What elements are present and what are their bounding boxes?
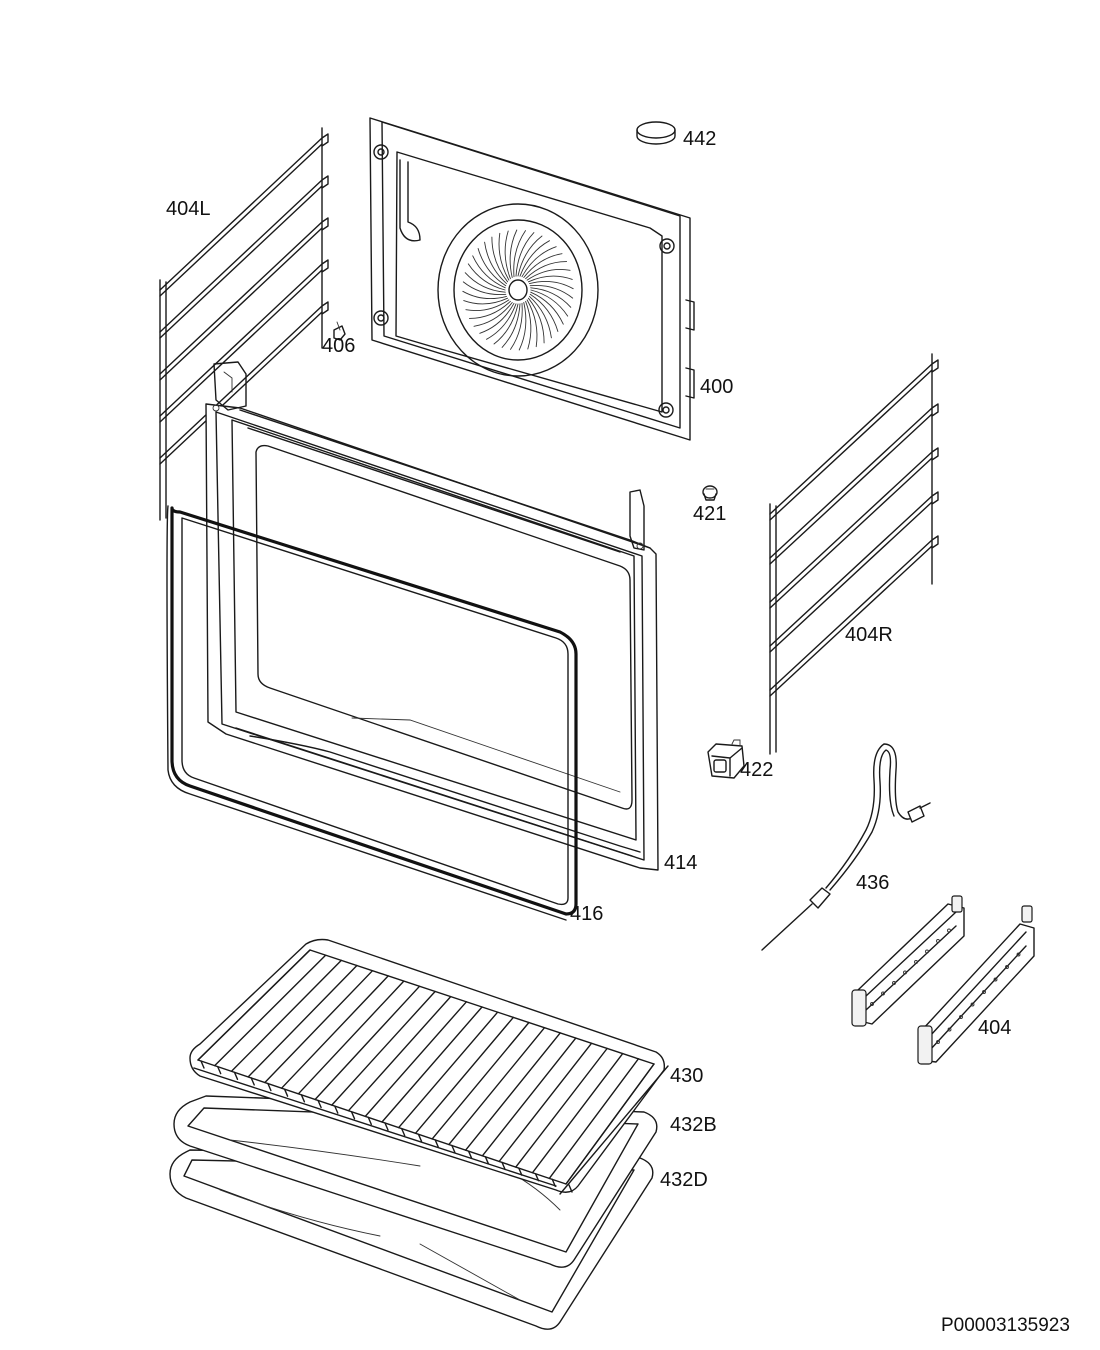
part-442-cap — [636, 121, 676, 145]
label-436: 436 — [856, 872, 890, 894]
part-404-telescopic-runners — [851, 895, 1035, 1065]
part-400-back-panel — [369, 117, 695, 441]
part-421-knob — [702, 485, 718, 501]
label-404R: 404R — [845, 624, 893, 646]
drawing-code: P00003135923 — [941, 1315, 1070, 1336]
part-406-clip — [333, 321, 346, 341]
label-422: 422 — [740, 759, 774, 781]
label-421: 421 — [693, 503, 727, 525]
label-442: 442 — [683, 128, 717, 150]
part-430-wire-grid-shelf — [189, 938, 669, 1195]
label-414: 414 — [664, 852, 698, 874]
label-404L: 404L — [166, 198, 211, 220]
label-400: 400 — [700, 376, 734, 398]
label-432B: 432B — [670, 1114, 717, 1136]
label-406: 406 — [322, 335, 356, 357]
part-414-front-frame — [205, 361, 659, 871]
part-404L-left-shelf-rail — [159, 127, 329, 521]
label-416: 416 — [570, 903, 604, 925]
label-430: 430 — [670, 1065, 704, 1087]
label-404: 404 — [978, 1017, 1012, 1039]
label-432D: 432D — [660, 1169, 708, 1191]
part-416-door-gasket — [166, 505, 578, 921]
part-404R-right-shelf-rail — [769, 353, 939, 755]
part-436-meat-probe — [761, 743, 931, 951]
part-422-switch — [707, 739, 745, 779]
